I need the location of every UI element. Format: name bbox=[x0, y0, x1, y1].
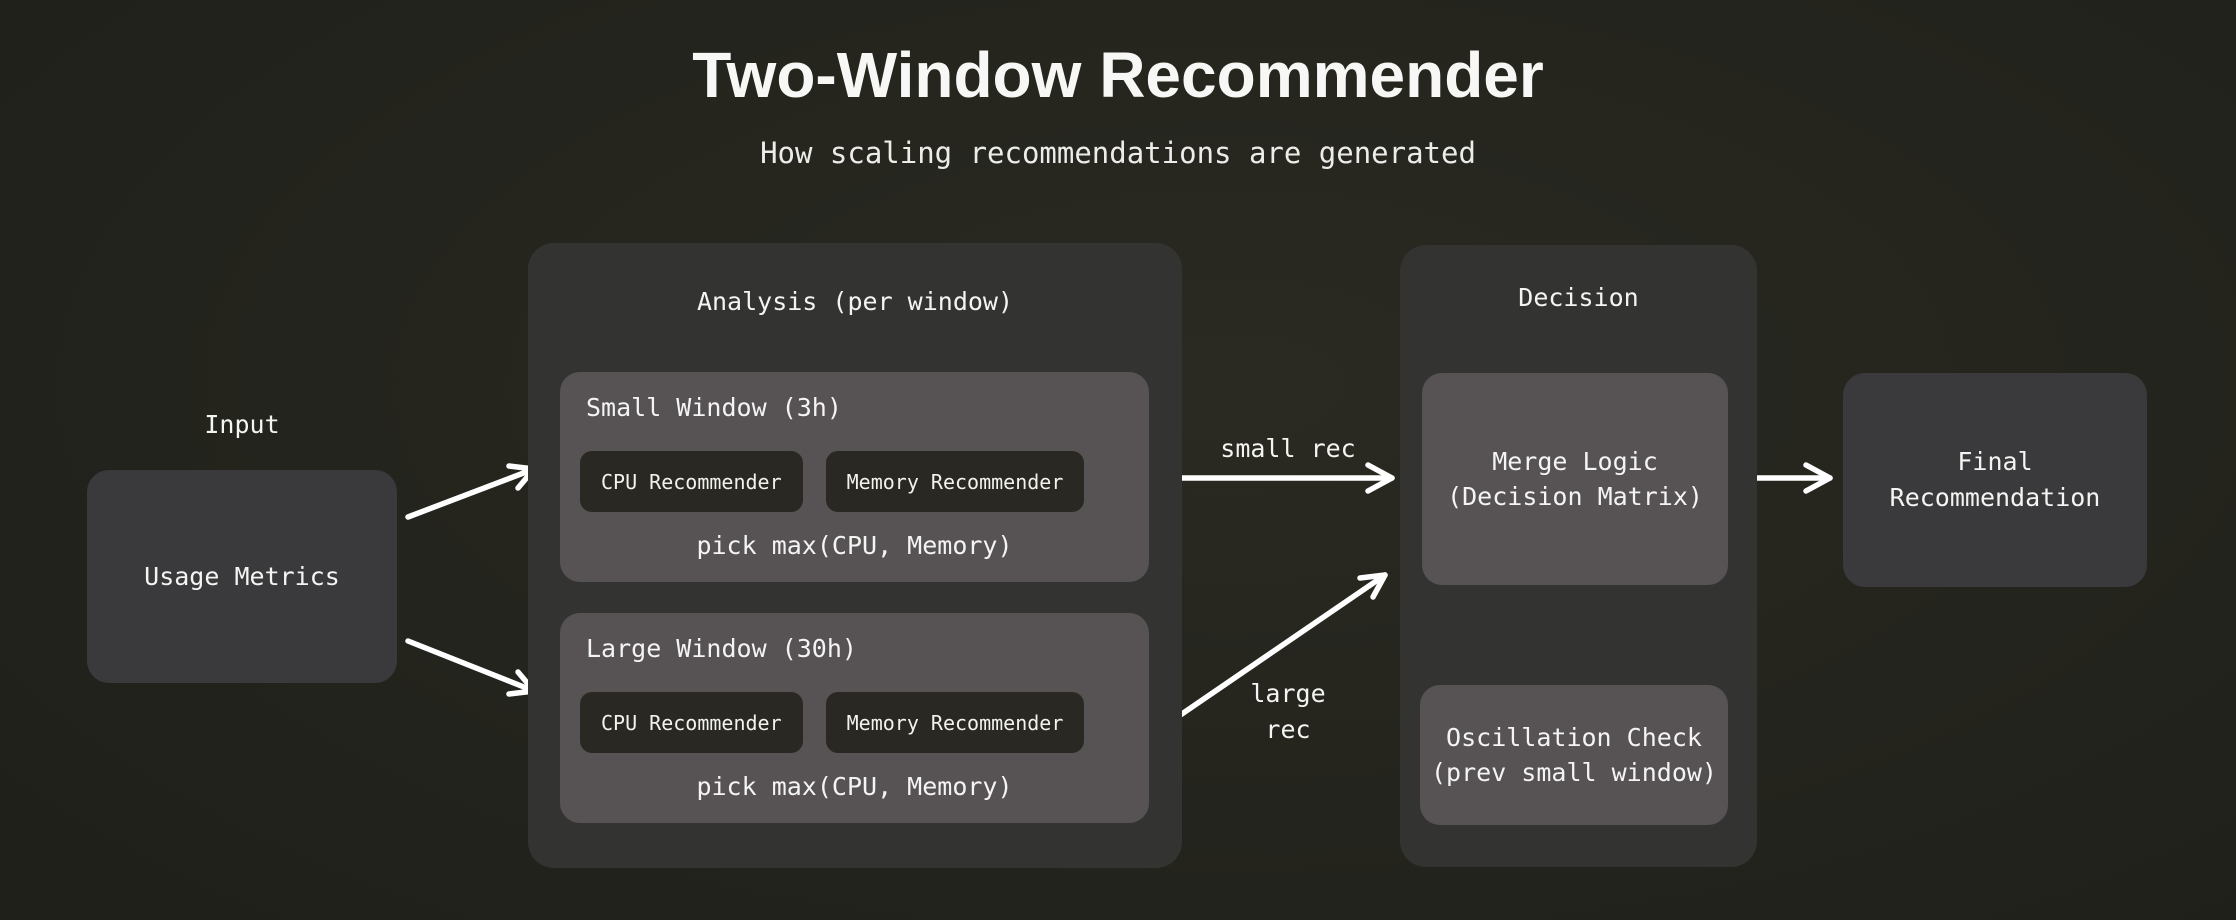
page-title: Two-Window Recommender bbox=[692, 39, 1544, 111]
small-window-cpu-recommender-chip: CPU Recommender bbox=[580, 451, 803, 512]
large-window-memory-recommender-chip: Memory Recommender bbox=[825, 692, 1085, 753]
large-window-title: Large Window (30h) bbox=[586, 634, 857, 663]
small-window-memory-recommender-chip: Memory Recommender bbox=[825, 451, 1085, 512]
input-section-label: Input bbox=[204, 410, 280, 439]
large-rec-edge-label: large rec bbox=[1250, 679, 1326, 744]
usage-metrics-label: Usage Metrics bbox=[144, 561, 340, 591]
arrow-usage-to-small-window bbox=[405, 463, 537, 520]
oscillation-check-node: Oscillation Check (prev small window) bbox=[1420, 685, 1728, 825]
usage-metrics-node: Usage Metrics bbox=[87, 470, 397, 683]
arrow-small-rec-to-merge bbox=[1150, 462, 1395, 494]
small-window-title: Small Window (3h) bbox=[586, 393, 842, 422]
decision-container: Decision Merge Logic (Decision Matrix) O… bbox=[1400, 245, 1757, 867]
analysis-header: Analysis (per window) bbox=[696, 287, 1014, 316]
arrow-usage-to-large-window bbox=[405, 638, 537, 697]
large-window-pick-max-label: pick max(CPU, Memory) bbox=[696, 772, 1013, 801]
small-window-chip-row: CPU Recommender Memory Recommender bbox=[580, 451, 1085, 512]
small-window-pick-max-label: pick max(CPU, Memory) bbox=[696, 531, 1013, 560]
final-recommendation-label: Final Recommendation bbox=[1889, 447, 2101, 512]
page-subtitle: How scaling recommendations are generate… bbox=[760, 136, 1476, 170]
large-window-chip-row: CPU Recommender Memory Recommender bbox=[580, 692, 1085, 753]
large-window-node: Large Window (30h) CPU Recommender Memor… bbox=[560, 613, 1149, 823]
merge-logic-node: Merge Logic (Decision Matrix) bbox=[1422, 373, 1728, 585]
small-window-node: Small Window (3h) CPU Recommender Memory… bbox=[560, 372, 1149, 582]
large-window-cpu-recommender-chip: CPU Recommender bbox=[580, 692, 803, 753]
final-recommendation-node: Final Recommendation bbox=[1843, 373, 2147, 587]
small-rec-edge-label: small rec bbox=[1220, 434, 1356, 463]
decision-header: Decision bbox=[1518, 283, 1639, 312]
analysis-container: Analysis (per window) Small Window (3h) … bbox=[528, 243, 1182, 868]
